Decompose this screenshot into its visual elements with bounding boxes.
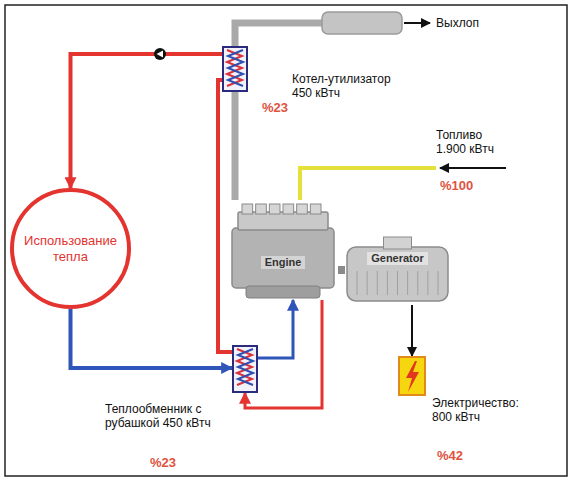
heat-exchanger-symbol bbox=[222, 46, 248, 92]
percent-callout: %23 bbox=[262, 100, 288, 115]
drive-shaft bbox=[338, 266, 345, 274]
cylinder-cap bbox=[269, 204, 280, 214]
cooling-fin bbox=[427, 271, 428, 295]
power-box bbox=[399, 357, 425, 395]
cylinder-cap bbox=[256, 204, 267, 214]
exchanger-casing bbox=[223, 47, 247, 91]
muffler bbox=[322, 12, 402, 34]
cooling-fin bbox=[387, 271, 388, 295]
heat-exchanger-symbol bbox=[232, 345, 258, 393]
engine-label: Engine bbox=[261, 256, 306, 269]
cooling-fin bbox=[417, 271, 418, 295]
generator-drawing bbox=[345, 235, 450, 305]
electricity-label: Электричество: 800 кВтч bbox=[432, 396, 532, 424]
cylinder-cap bbox=[310, 204, 321, 214]
power-arrow bbox=[411, 305, 413, 356]
pump-symbol bbox=[154, 48, 166, 60]
cooling-fin bbox=[438, 271, 439, 295]
cold-coil bbox=[228, 50, 243, 86]
terminal-box bbox=[384, 237, 412, 249]
fuel-label: Топливо 1.900 кВтч bbox=[436, 128, 508, 156]
jacket-label: Теплообменник с рубашкой 450 кВтч bbox=[105, 402, 215, 430]
generator-housing bbox=[347, 247, 448, 301]
cylinder-cap bbox=[297, 204, 308, 214]
exhaust-arrow bbox=[404, 22, 430, 24]
cylinder-cap bbox=[242, 204, 253, 214]
pump-body bbox=[154, 48, 166, 60]
heat-use-label: Использование тепла bbox=[21, 233, 121, 265]
fuel-line bbox=[300, 168, 436, 200]
engine: Engine bbox=[228, 200, 338, 300]
cold-coil bbox=[238, 349, 253, 385]
cooling-fin bbox=[397, 271, 398, 295]
percent-callout: %100 bbox=[440, 178, 473, 193]
exchanger-casing bbox=[233, 346, 257, 392]
oil-pan bbox=[246, 286, 320, 298]
engine-block bbox=[232, 228, 334, 288]
percent-callout: %42 bbox=[437, 448, 463, 463]
cooling-fin bbox=[407, 271, 408, 295]
cooling-fin bbox=[367, 271, 368, 295]
generator: Generator bbox=[345, 235, 450, 305]
exhaust-pipe bbox=[235, 23, 322, 46]
cylinder-head bbox=[238, 212, 328, 230]
electricity-symbol bbox=[398, 356, 426, 396]
hot-coil bbox=[227, 50, 242, 86]
cooling-fin bbox=[357, 271, 358, 295]
engine-drawing bbox=[228, 200, 338, 300]
boiler-label: Котел-утилизатор 450 кВтч bbox=[292, 72, 402, 100]
cylinder-cap bbox=[283, 204, 294, 214]
generator-label: Generator bbox=[367, 252, 428, 265]
exhaust-label: Выхлоп bbox=[436, 16, 479, 30]
electricity-box: Электричество: 800 кВтч bbox=[398, 356, 426, 396]
exhaust-pipe bbox=[232, 92, 239, 200]
cooling-fin bbox=[377, 271, 378, 295]
recovery-boiler: Котел-утилизатор 450 кВтч bbox=[222, 46, 248, 92]
pump-arrow bbox=[157, 51, 164, 58]
frame bbox=[5, 5, 567, 476]
heat-use-circle: Использование тепла bbox=[10, 188, 131, 309]
coolant-pipe bbox=[258, 300, 293, 358]
hot-water-pipe bbox=[218, 80, 232, 352]
lightning-bolt bbox=[406, 361, 419, 392]
jacket-heat-exchanger: Теплообменник с рубашкой 450 кВтч bbox=[232, 345, 258, 393]
percent-callout: %23 bbox=[150, 455, 176, 470]
hot-coil bbox=[237, 349, 252, 385]
fuel-arrow bbox=[440, 167, 506, 169]
hot-water-pipe bbox=[71, 54, 223, 188]
return-water-pipe bbox=[71, 309, 233, 368]
